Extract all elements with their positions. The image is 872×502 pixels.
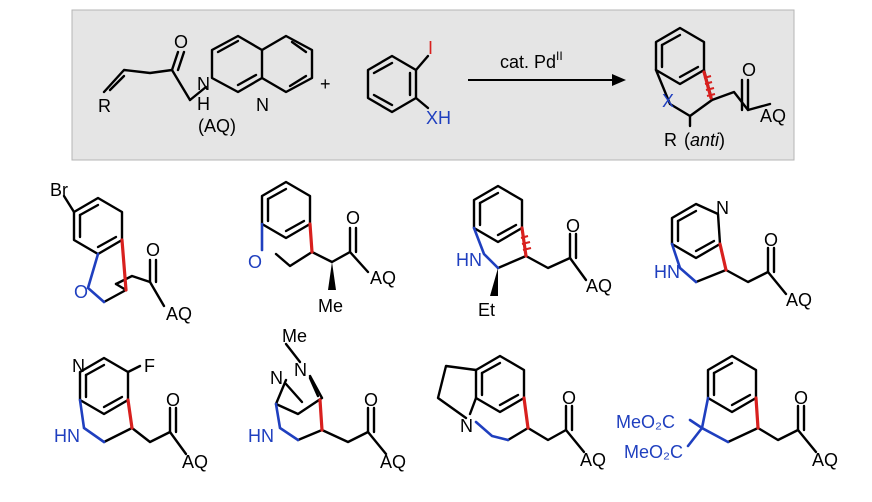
example-7-aq: AQ [580, 450, 606, 470]
product-x-label: X [662, 91, 674, 111]
quinoline-nitrogen-label: N [256, 95, 269, 115]
example-1-o-ring-blue [86, 252, 106, 304]
xh-label: XH [426, 108, 451, 128]
example-4-aq: AQ [786, 290, 812, 310]
product-aq-label: AQ [760, 106, 786, 126]
example-6-aq: AQ [380, 452, 406, 472]
example-6-n2: N [270, 368, 283, 388]
iodine-label: I [428, 38, 433, 58]
example-5-hn: HN [54, 426, 80, 446]
example-6-me: Me [282, 326, 307, 346]
example-8-aq: AQ [812, 450, 838, 470]
example-8-ester-bonds-blue [686, 418, 704, 448]
example-5-new-bond [126, 398, 134, 430]
example-4-new-bond [718, 242, 728, 272]
example-1-br: Br [50, 180, 68, 200]
example-8-new-bond [754, 396, 760, 430]
aq-label: (AQ) [198, 116, 236, 136]
example-5-n-bond-blue [78, 398, 106, 444]
example-6-n1: N [294, 360, 307, 380]
example-1-new-bond [120, 238, 128, 292]
example-5-aq: AQ [182, 452, 208, 472]
example-2-wedge-bond [328, 262, 336, 290]
example-5-pyridine-n: N [72, 356, 85, 376]
example-7-n: N [460, 416, 473, 436]
example-2-aq: AQ [370, 268, 396, 288]
example-3-new-bond [520, 226, 528, 258]
example-4-pyridine-n: N [716, 198, 729, 218]
amide-nitrogen-label: N [197, 74, 210, 94]
example-2-me: Me [318, 296, 343, 316]
reaction-arrow [468, 74, 626, 86]
product-carbonyl-oxygen: O [742, 60, 756, 80]
example-3-wedge-bond [490, 268, 498, 296]
example-8-ester-2: MeO₂C [624, 442, 683, 462]
example-1-o-ring: O [74, 282, 88, 302]
example-2-o-ring: O [248, 252, 262, 272]
example-7-n-bond-blue [474, 420, 510, 442]
example-3-hash-bond [520, 235, 532, 251]
anti-hash-bond [703, 75, 716, 97]
example-4-o-carbonyl: O [764, 230, 778, 250]
example-3-et: Et [478, 300, 495, 320]
example-6-o-carbonyl: O [364, 390, 378, 410]
example-3-hn: HN [456, 250, 482, 270]
example-2-o-carbonyl: O [346, 208, 360, 228]
example-4-n-bond-blue [670, 242, 698, 284]
example-3-n-bond-blue [472, 226, 500, 270]
scheme-panel [71, 9, 795, 161]
example-1-aq: AQ [166, 304, 192, 324]
r-group-label: R [98, 96, 111, 116]
example-7-o-carbonyl: O [562, 388, 576, 408]
example-5-f: F [144, 356, 155, 376]
catalyst-label: cat. PdII [500, 49, 563, 72]
product-anti-label: (anti) [684, 130, 725, 150]
example-2-new-bond [308, 222, 314, 254]
example-6 [274, 342, 388, 456]
example-6-new-bond [318, 398, 324, 432]
example-8-quaternary-bond-blue [700, 396, 730, 444]
product-r-label: R [664, 130, 677, 150]
example-3-aq: AQ [586, 276, 612, 296]
example-8-o-carbonyl: O [794, 388, 808, 408]
example-1-o-carbonyl: O [146, 240, 160, 260]
iodoarene-reagent [366, 54, 430, 114]
example-8-ester-1: MeO₂C [616, 412, 675, 432]
example-6-n-bond-blue [274, 402, 300, 442]
substrate-alkenyl-amide [102, 34, 314, 102]
amide-oxygen-label: O [174, 32, 188, 52]
plus-sign: + [320, 74, 331, 94]
example-6-hn: HN [248, 426, 274, 446]
example-3-o-carbonyl: O [566, 216, 580, 236]
example-5-o-carbonyl: O [166, 390, 180, 410]
amide-hydrogen-label: H [197, 94, 210, 114]
example-4-hn: HN [654, 262, 680, 282]
example-7-new-bond [522, 396, 530, 430]
new-cc-bond-red [702, 70, 713, 100]
